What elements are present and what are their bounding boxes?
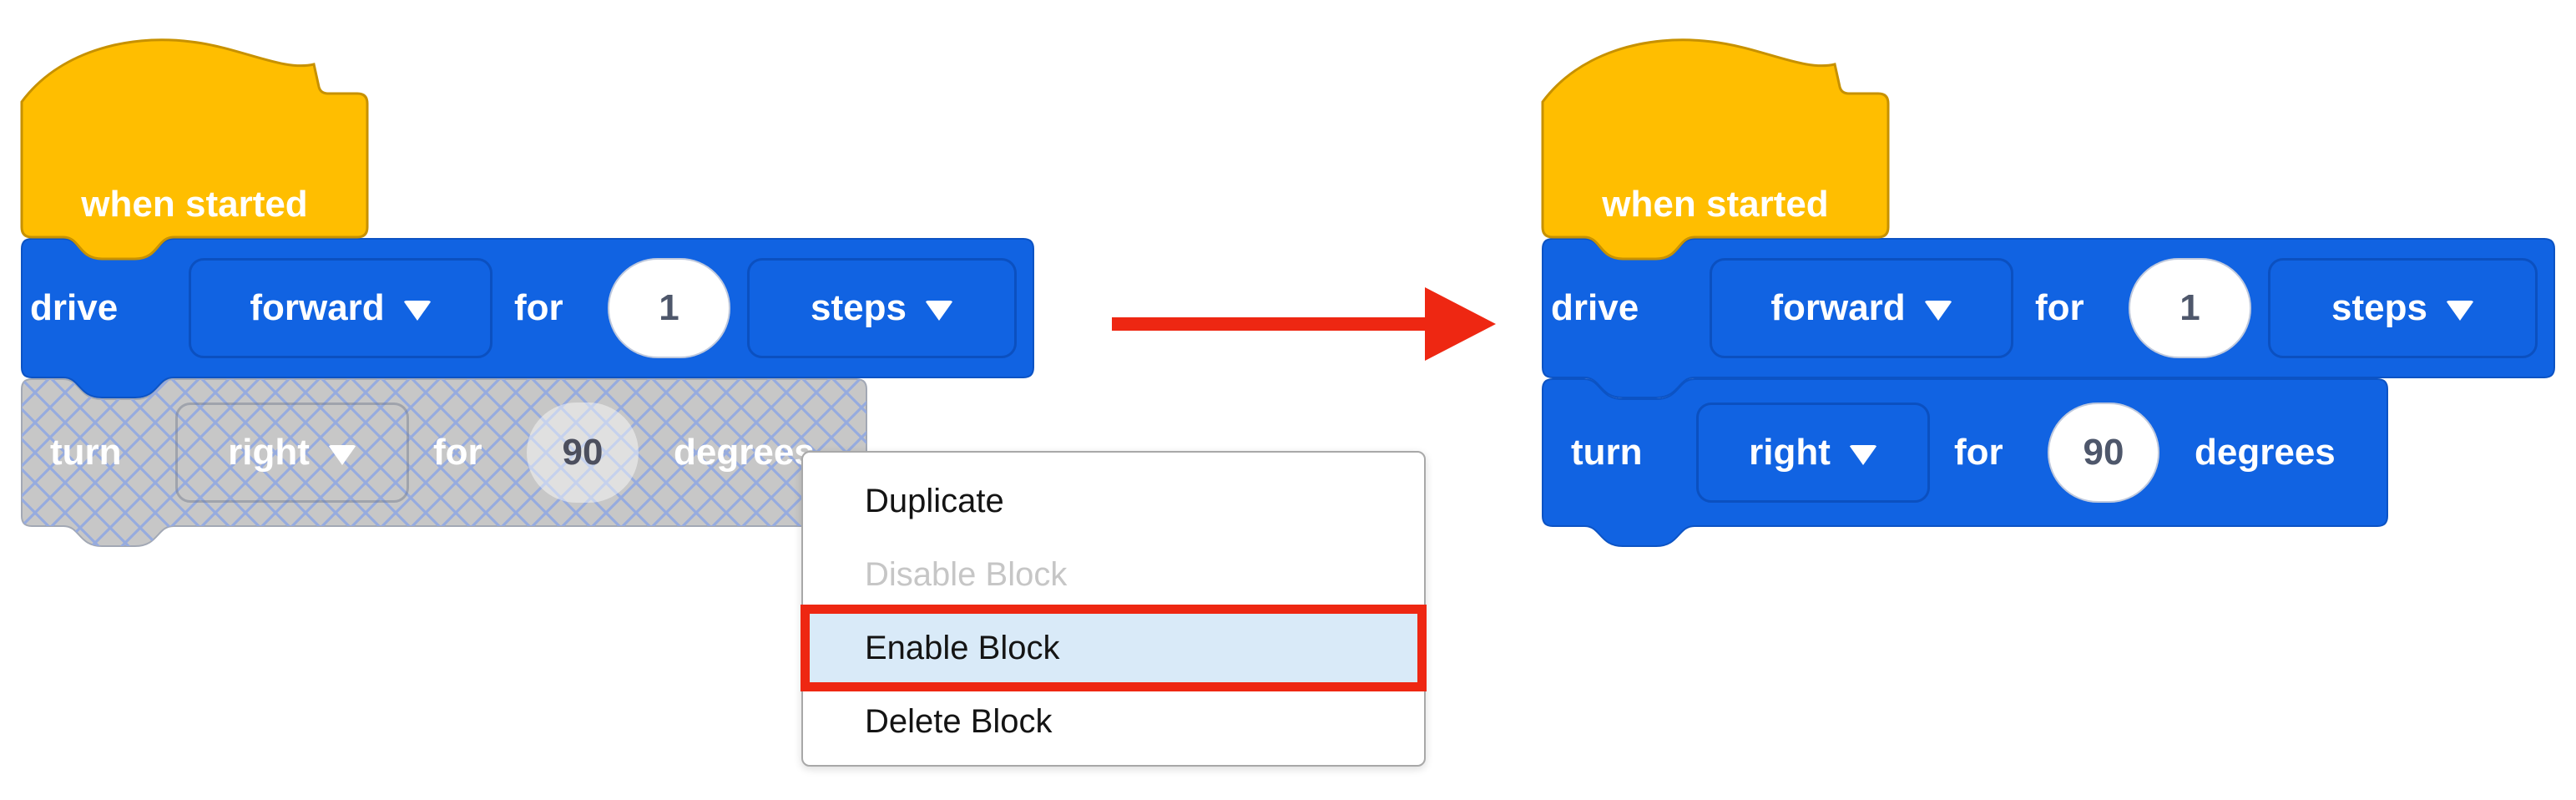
right-arrow-icon (1112, 282, 1496, 370)
chevron-down-icon (327, 445, 356, 465)
turn-direction-value: right (228, 432, 310, 473)
block-stack-before: when started drive forward for 1 steps (0, 0, 1060, 601)
chevron-down-icon (1848, 445, 1877, 465)
hat-block-label: when started (1602, 184, 1829, 225)
drive-unit-dropdown[interactable]: steps (747, 258, 1017, 358)
turn-unit-label: degrees (2195, 432, 2336, 473)
disabled-hatch-overlay (22, 379, 866, 546)
drive-for-label: for (2035, 287, 2084, 328)
drive-block[interactable]: drive forward for 1 steps (20, 237, 1035, 401)
chevron-down-icon (402, 301, 432, 321)
chevron-down-icon (1923, 301, 1952, 321)
turn-angle-value: 90 (2083, 432, 2124, 473)
turn-block-disabled[interactable]: turn right for 90 degrees (20, 377, 868, 549)
turn-verb-label: turn (50, 432, 122, 473)
when-started-hat-block[interactable]: when started (20, 37, 369, 264)
when-started-hat-block[interactable]: when started (1541, 37, 1890, 264)
drive-verb-label: drive (30, 287, 119, 328)
block-stack-after: when started drive forward for 1 steps (1521, 0, 2576, 601)
turn-angle-input[interactable]: 90 (2048, 403, 2159, 503)
turn-verb-label: turn (1571, 432, 1643, 473)
turn-block-enabled[interactable]: turn right for 90 degrees (1541, 377, 2389, 549)
drive-direction-dropdown[interactable]: forward (1710, 258, 2013, 358)
turn-angle-value: 90 (562, 432, 604, 473)
hat-shape (1541, 38, 1890, 261)
chevron-down-icon (924, 301, 953, 321)
drive-direction-value: forward (250, 287, 385, 328)
chevron-down-icon (2445, 301, 2474, 321)
drive-unit-value: steps (811, 287, 907, 328)
drive-unit-dropdown[interactable]: steps (2268, 258, 2538, 358)
turn-block-shape (1542, 378, 2388, 547)
menu-item-duplicate[interactable]: Duplicate (865, 483, 1004, 519)
drive-distance-input[interactable]: 1 (2129, 258, 2251, 358)
menu-item-disable-block: Disable Block (865, 556, 1068, 593)
drive-direction-value: forward (1770, 287, 1906, 328)
turn-unit-label: degrees (674, 432, 815, 473)
turn-direction-dropdown[interactable]: right (1696, 403, 1930, 503)
menu-item-delete-block[interactable]: Delete Block (865, 703, 1053, 740)
drive-unit-value: steps (2331, 287, 2427, 328)
turn-direction-value: right (1749, 432, 1831, 473)
drive-distance-input[interactable]: 1 (608, 258, 730, 358)
hat-block-label: when started (81, 184, 308, 225)
drive-verb-label: drive (1551, 287, 1639, 328)
menu-item-enable-block[interactable]: Enable Block (801, 605, 1427, 691)
turn-direction-dropdown[interactable]: right (175, 403, 409, 503)
drive-block[interactable]: drive forward for 1 steps (1541, 237, 2556, 401)
context-menu: Duplicate Disable Block Enable Block Del… (801, 451, 1427, 767)
drive-for-label: for (514, 287, 563, 328)
menu-item-enable-block-label: Enable Block (865, 630, 1060, 666)
drive-distance-value: 1 (2179, 287, 2200, 328)
turn-for-label: for (433, 432, 482, 473)
turn-angle-input[interactable]: 90 (527, 403, 639, 503)
drive-distance-value: 1 (659, 287, 679, 328)
turn-for-label: for (1954, 432, 2003, 473)
drive-direction-dropdown[interactable]: forward (189, 258, 492, 358)
hat-shape (20, 38, 369, 261)
